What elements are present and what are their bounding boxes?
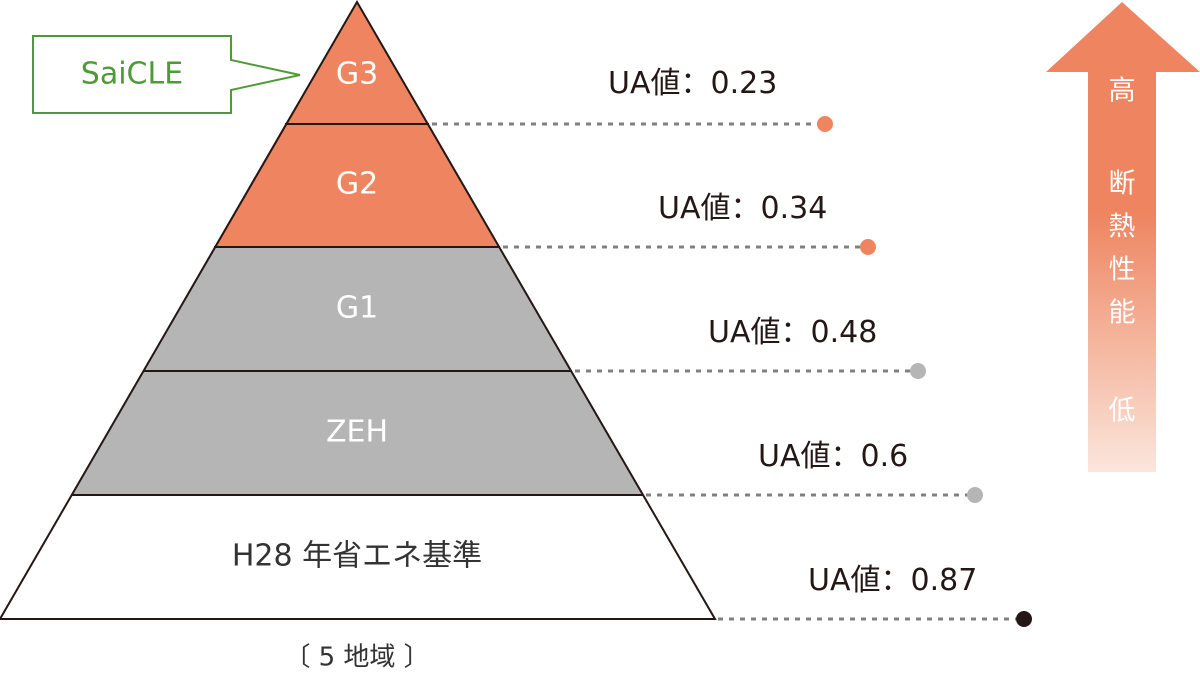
tier-label-g1: G1 bbox=[336, 291, 378, 326]
region-note: 〔 5 地域 〕 bbox=[284, 643, 429, 673]
ua-label-g1: UA値：0.48 bbox=[708, 315, 877, 350]
tier-h28 bbox=[0, 495, 715, 619]
leader-dot-zeh bbox=[967, 487, 983, 503]
tier-zeh bbox=[72, 371, 643, 495]
tier-label-h28: H28 年省エネ基準 bbox=[232, 539, 482, 574]
ua-label-h28: UA値：0.87 bbox=[808, 563, 977, 598]
arrow-title-char: 性 bbox=[1109, 255, 1136, 286]
tier-label-g3: G3 bbox=[336, 57, 378, 92]
leader-dot-g1 bbox=[910, 363, 926, 379]
tier-g1 bbox=[143, 247, 572, 371]
arrow-title-char: 熱 bbox=[1109, 212, 1136, 243]
arrow-title-char: 能 bbox=[1109, 298, 1136, 329]
leader-dot-g2 bbox=[860, 239, 876, 255]
performance-arrow bbox=[1046, 2, 1200, 472]
tier-g2 bbox=[214, 124, 500, 247]
leader-dot-h28 bbox=[1016, 611, 1032, 627]
pyramid-outline bbox=[0, 0, 717, 620]
arrow-title-char: 断 bbox=[1109, 169, 1136, 200]
ua-label-g2: UA値：0.34 bbox=[658, 191, 827, 226]
leader-dot-g3 bbox=[817, 116, 833, 132]
tier-label-g2: G2 bbox=[336, 167, 378, 202]
saicle-callout bbox=[32, 35, 301, 114]
arrow-label-high: 高 bbox=[1109, 76, 1136, 107]
tier-label-zeh: ZEH bbox=[326, 415, 388, 450]
ua-label-zeh: UA値：0.6 bbox=[758, 439, 908, 474]
arrow-label-low: 低 bbox=[1109, 396, 1136, 427]
saicle-callout-label: SaiCLE bbox=[81, 57, 183, 92]
tier-g3 bbox=[285, 2, 429, 124]
ua-label-g3: UA値：0.23 bbox=[608, 66, 777, 101]
